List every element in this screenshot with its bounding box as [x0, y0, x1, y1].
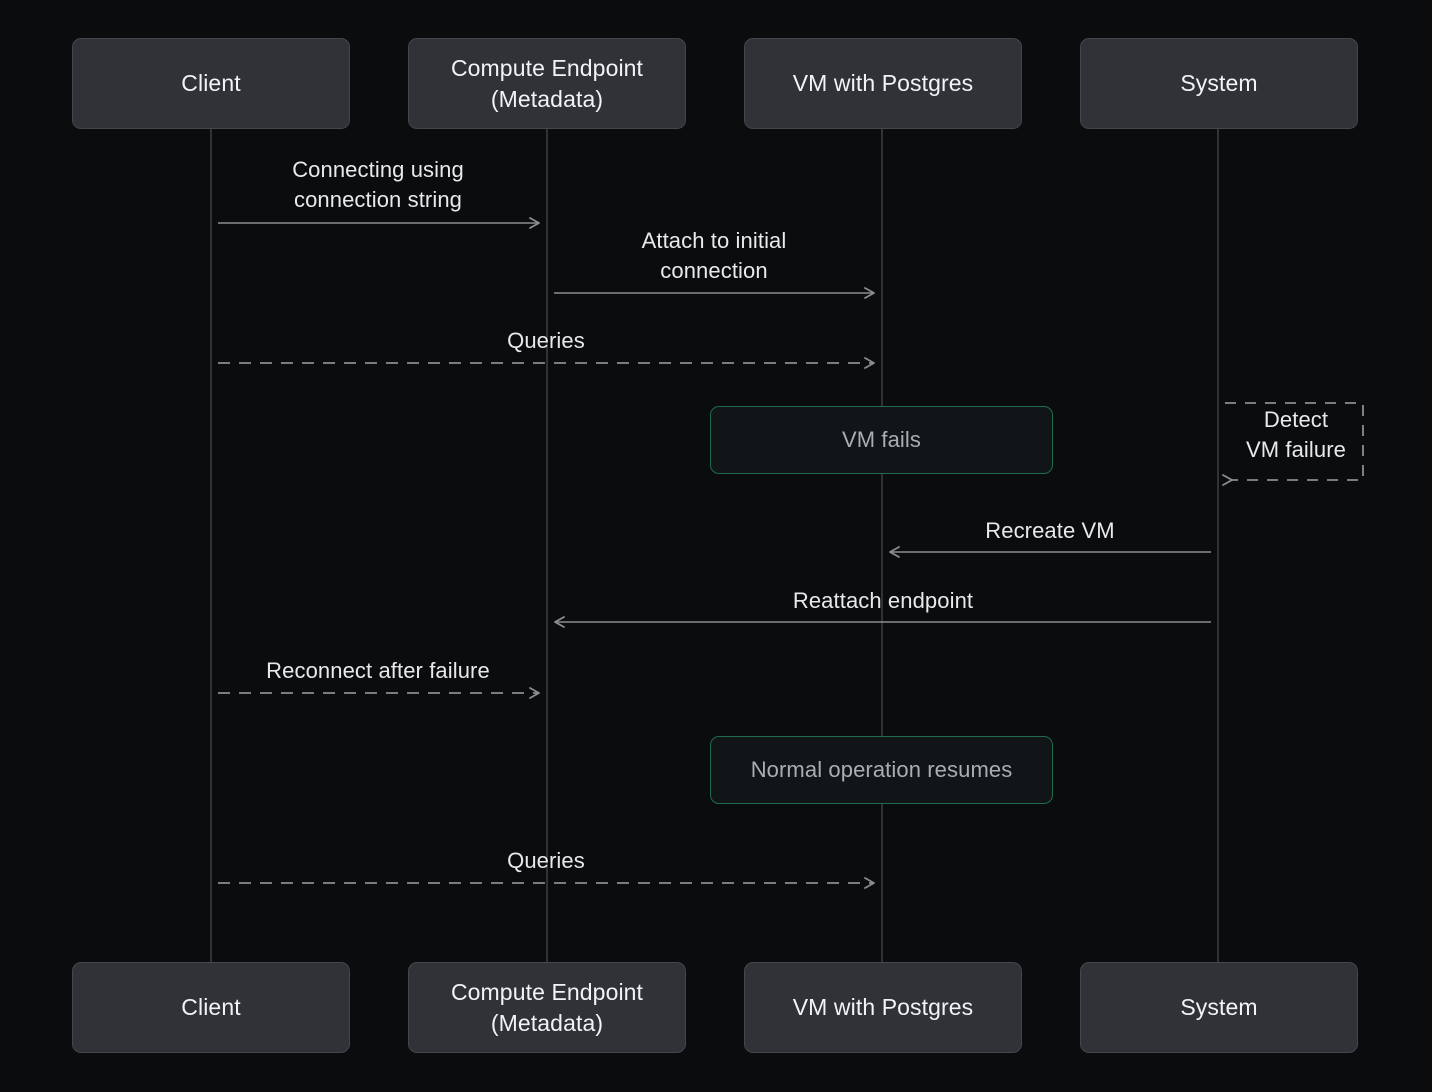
actor-header-client[interactable]: Client	[72, 38, 350, 129]
message-label-reattach-endpoint: Reattach endpoint	[792, 588, 974, 613]
message-label-attach-to-initial-connection: Attach to initial connection	[641, 228, 787, 283]
actor-footer-vm-postgres[interactable]: VM with Postgres	[744, 962, 1022, 1053]
self-message-label-detect-vm-failure: Detect VM failure	[1245, 407, 1347, 462]
self-message-detect-vm-failure	[1222, 402, 1364, 486]
message-label-reconnect-after-failure: Reconnect after failure	[266, 658, 490, 683]
actor-footer-system[interactable]: System	[1080, 962, 1358, 1053]
message-label-queries-1: Queries	[507, 328, 585, 353]
message-label-recreate-vm: Recreate VM	[985, 518, 1115, 543]
note-normal-operation-resumes: Normal operation resumes	[710, 736, 1053, 804]
message-label-connecting-using-connection-string: Connecting using connection string	[292, 157, 464, 212]
actor-footer-client[interactable]: Client	[72, 962, 350, 1053]
actor-footer-compute-endpoint[interactable]: Compute Endpoint (Metadata)	[408, 962, 686, 1053]
actor-header-compute-endpoint[interactable]: Compute Endpoint (Metadata)	[408, 38, 686, 129]
actor-header-system[interactable]: System	[1080, 38, 1358, 129]
message-label-queries-2: Queries	[507, 848, 585, 873]
note-vm-fails: VM fails	[710, 406, 1053, 474]
actor-header-vm-postgres[interactable]: VM with Postgres	[744, 38, 1022, 129]
